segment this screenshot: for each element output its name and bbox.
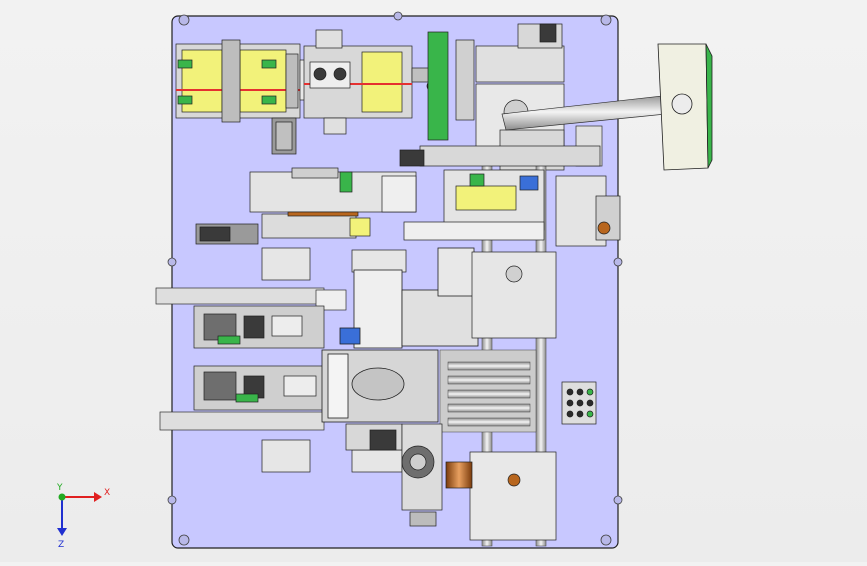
- side-bracket: [455, 39, 475, 121]
- z-arrow-head: [57, 528, 67, 536]
- green-guide-rail: [427, 31, 449, 141]
- center-carriage: [399, 145, 621, 247]
- x-arrow-head: [94, 492, 102, 502]
- right-lower-carriage: [469, 251, 557, 541]
- right-rod-bundle: [439, 349, 537, 433]
- z-axis-label: Z: [58, 540, 64, 550]
- second-transfer-module: [303, 29, 443, 135]
- x-axis-label: X: [104, 488, 110, 498]
- left-cylinder-module-lower: [193, 365, 325, 411]
- y-axis-dot: [58, 493, 66, 501]
- keypad-panel: [561, 381, 597, 425]
- left-cylinder-module-upper: [193, 305, 325, 349]
- left-horizontal-rails: [155, 287, 347, 431]
- left-linear-slider: [195, 167, 417, 245]
- top-left-transfer-module: [175, 39, 311, 155]
- base-feet: [167, 11, 623, 546]
- y-axis-label: Y: [56, 483, 63, 493]
- end-effector-plate: [657, 43, 713, 171]
- center-housing: [321, 247, 479, 423]
- bottom-drive-unit: [345, 423, 473, 527]
- coordinate-triad: X Y Z: [56, 483, 110, 550]
